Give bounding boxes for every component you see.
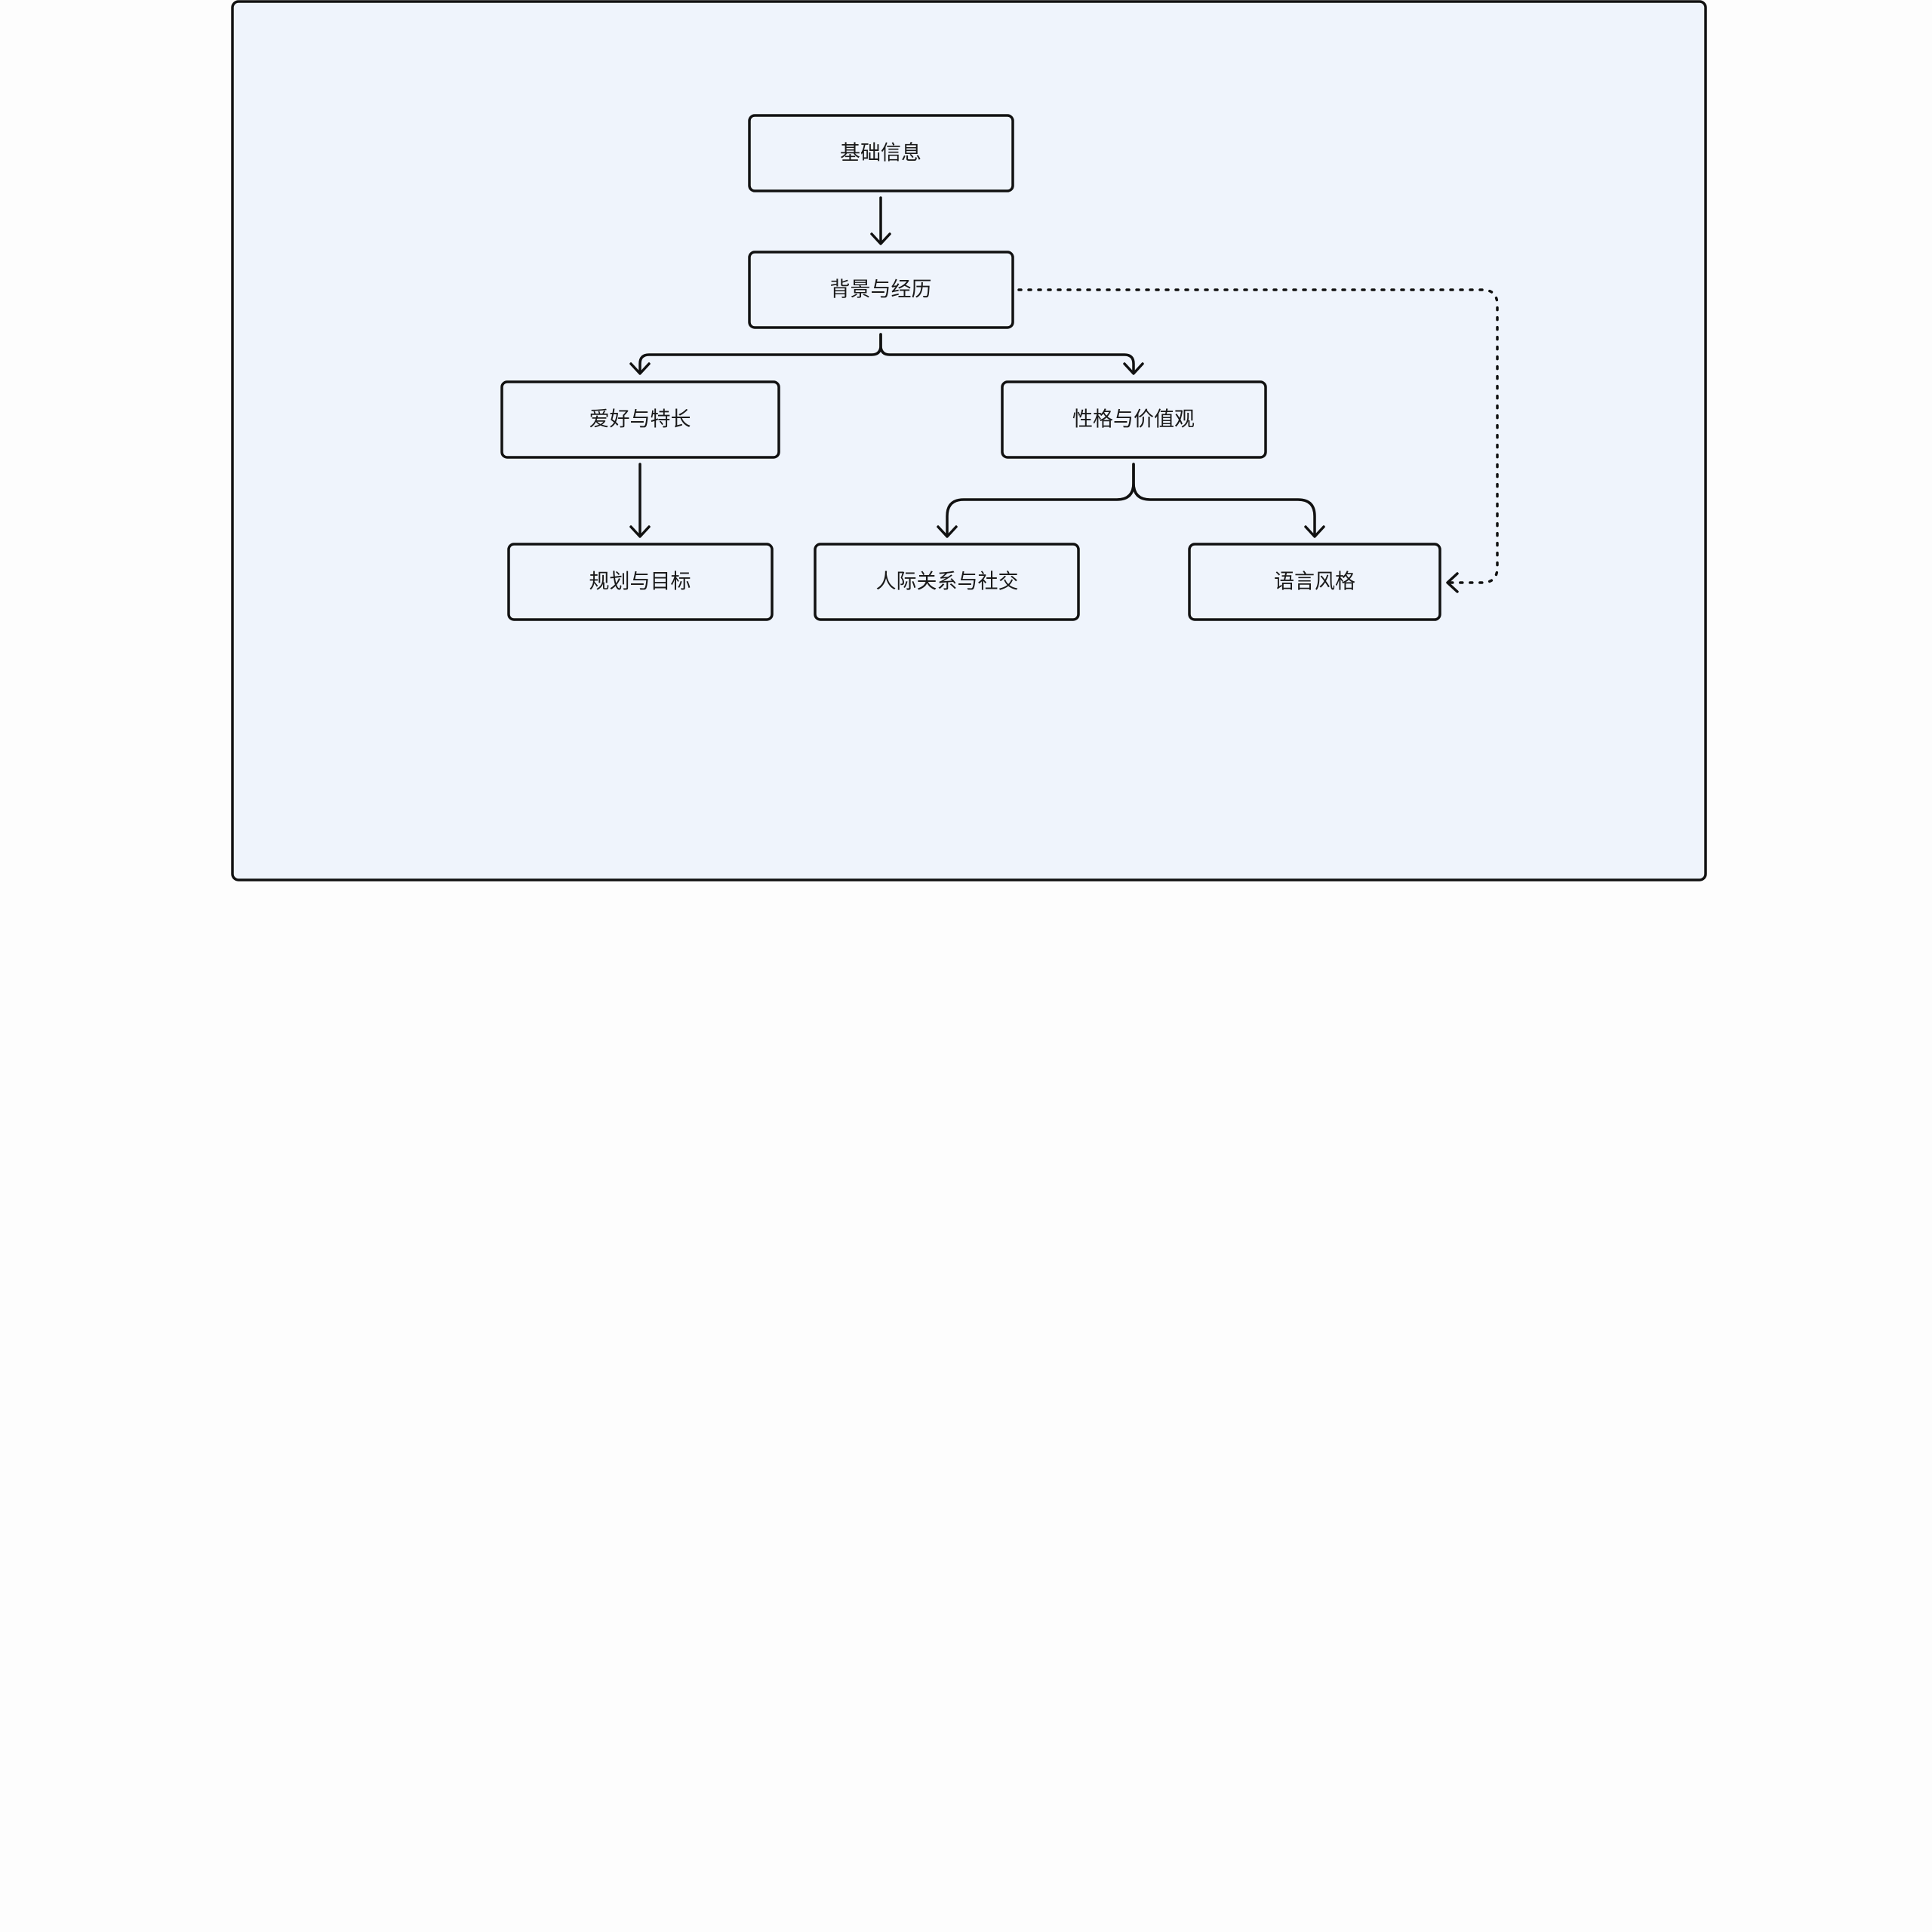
node-label-basic-info: 基础信息 (840, 142, 921, 165)
node-label-plans-goals: 规划与目标 (589, 571, 691, 594)
edge-personality-to-relationships (946, 463, 1135, 537)
arrowhead-hobbies-to-plans (629, 525, 651, 538)
edges (629, 196, 1499, 593)
node-label-relationships-social: 人际关系与社交 (876, 571, 1019, 594)
node-personality-values[interactable]: 性格与价值观 (1001, 380, 1267, 459)
node-label-language-style: 语言风格 (1274, 571, 1355, 594)
arrowhead-background-to-personality (1123, 362, 1144, 375)
arrowhead-personality-to-relationships (937, 525, 958, 538)
node-plans-goals[interactable]: 规划与目标 (507, 543, 774, 621)
edge-background-to-language-dotted (1017, 288, 1499, 584)
node-basic-info[interactable]: 基础信息 (748, 114, 1014, 192)
arrowhead-personality-to-language (1304, 525, 1325, 538)
node-language-style[interactable]: 语言风格 (1188, 543, 1441, 621)
node-relationships-social[interactable]: 人际关系与社交 (814, 543, 1080, 621)
diagram-frame (231, 0, 1707, 881)
edge-personality-to-language (1132, 463, 1316, 537)
node-background-experience[interactable]: 背景与经历 (748, 251, 1014, 329)
node-hobbies-skills[interactable]: 爱好与特长 (500, 380, 780, 459)
node-label-hobbies-skills: 爱好与特长 (589, 408, 691, 432)
arrowhead-background-to-language (1446, 572, 1459, 593)
edge-background-to-personality (879, 333, 1135, 374)
node-label-background-experience: 背景与经历 (830, 278, 932, 302)
node-label-personality-values: 性格与价值观 (1072, 408, 1195, 432)
arrowhead-background-to-hobbies (629, 362, 651, 375)
arrowhead-basic-to-background (870, 232, 891, 245)
